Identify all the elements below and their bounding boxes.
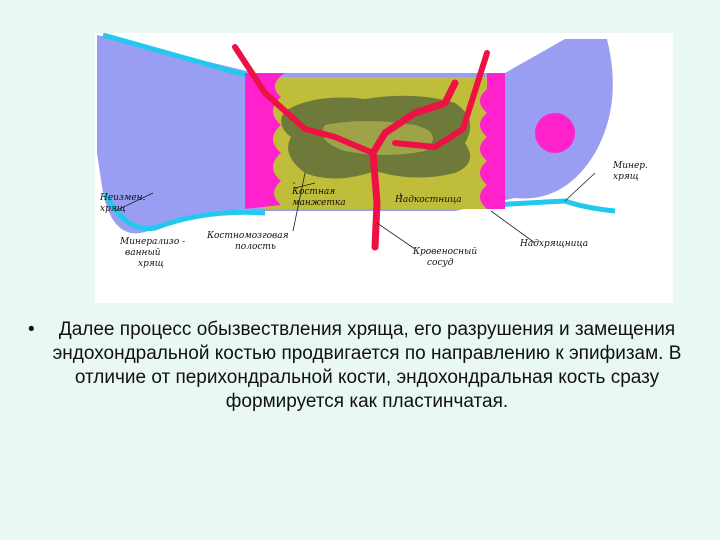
perichondrium-line-bottom-right — [494, 198, 616, 214]
bone-diagram: Неизмен. хрящ Костная манжетка Надкостни… — [95, 33, 673, 303]
leader-lines — [114, 172, 596, 250]
blood-vessel-branch-left — [232, 44, 376, 156]
bone-diagram-drawing — [97, 33, 616, 251]
blood-vessel-main — [369, 79, 459, 251]
mineralized-spot — [535, 113, 575, 153]
label-mineralized-cartilage-right: Минер. хрящ — [613, 161, 648, 182]
label-bone-cuff: Костная манжетка — [292, 187, 346, 208]
label-blood-vessel: Кровеносный сосуд — [413, 247, 478, 268]
caption: • Далее процесс обызвествления хряща, ег… — [28, 318, 692, 414]
perichondrium-line-top — [102, 33, 254, 80]
label-mineralized-cartilage-left: Минерализо - ванный хрящ — [120, 237, 186, 269]
label-unchanged-cartilage: Неизмен. хрящ — [100, 193, 146, 214]
blood-vessel-branch-right — [392, 50, 490, 150]
label-perichondrium: Надхрящница — [520, 239, 589, 249]
label-marrow-cavity: Костномозговая полость — [207, 231, 289, 252]
mineralized-zone-right — [480, 73, 505, 209]
label-periosteum: Надкостница — [395, 195, 462, 205]
mineralized-zone-left — [245, 73, 285, 209]
caption-text: Далее процесс обызвествления хряща, его … — [52, 319, 682, 412]
perichondrium-line-bottom-left — [102, 191, 266, 232]
caption-bullet: • — [28, 319, 35, 340]
